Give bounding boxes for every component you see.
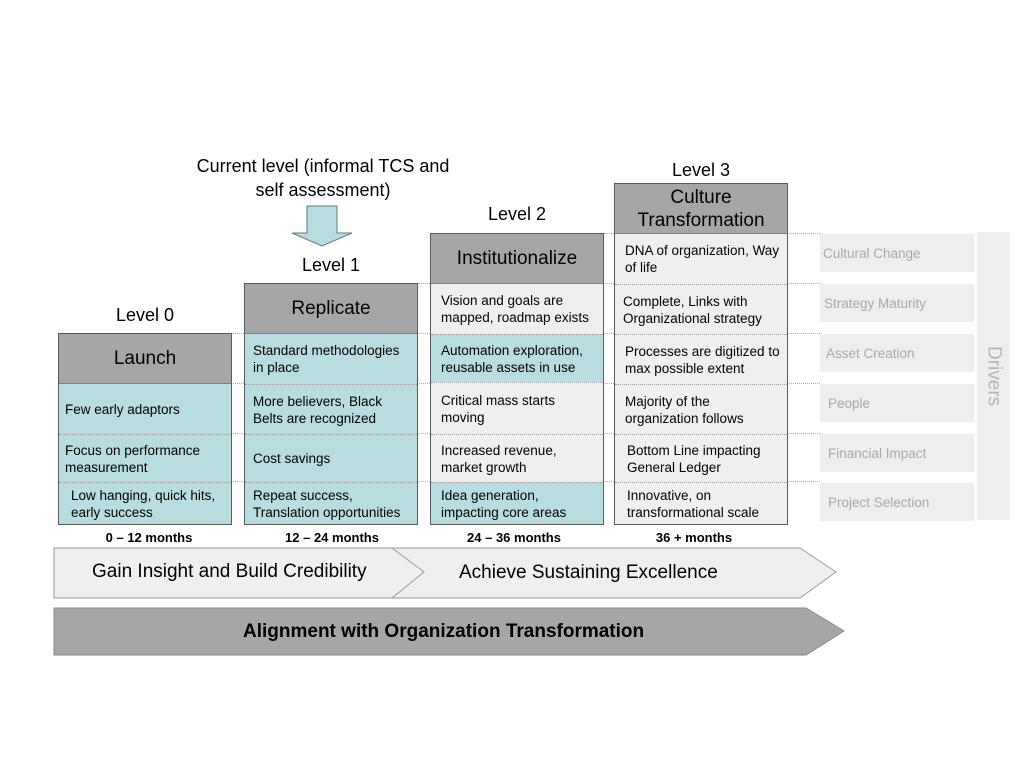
driver-people: People: [820, 384, 974, 422]
level-1-financial-cell: Cost savings: [245, 434, 417, 482]
level-2-label: Level 2: [487, 204, 547, 224]
level-2-header: Institutionalize: [431, 234, 603, 284]
current-level-note: Current level (informal TCS and self ass…: [196, 156, 450, 200]
level-3-strategy-cell: Complete, Links with Organizational stra…: [615, 284, 787, 334]
level-2-project-cell: Idea generation, impacting core areas: [431, 482, 603, 524]
drivers-bar: [977, 232, 1010, 520]
alignment-label: Alignment with Organization Transformati…: [243, 621, 645, 642]
driver-cultural-change: Cultural Change: [820, 234, 974, 272]
level-1-people-cell: More believers, Black Belts are recogniz…: [245, 384, 417, 434]
level-3-financial-cell: Bottom Line impacting General Ledger: [615, 434, 787, 482]
level-0-project-cell: Low hanging, quick hits, early success: [59, 482, 231, 524]
level-1-asset-cell: Standard methodologies in place: [245, 334, 417, 384]
level-1-header: Replicate: [245, 284, 417, 334]
timeline-level-3: 36 + months: [655, 530, 733, 545]
level-0-header: Launch: [59, 334, 231, 384]
driver-financial-impact: Financial Impact: [820, 434, 974, 472]
level-2-people-cell: Critical mass starts moving: [431, 382, 603, 434]
driver-asset-creation: Asset Creation: [820, 334, 974, 372]
level-3-asset-cell: Processes are digitized to max possible …: [615, 334, 787, 384]
phase-1-arrow: [53, 547, 425, 599]
driver-strategy-maturity: Strategy Maturity: [820, 284, 974, 322]
level-2-financial-cell: Increased revenue, market growth: [431, 434, 603, 482]
level-0-people-cell: Few early adaptors: [59, 384, 231, 434]
level-1-project-cell: Repeat success, Translation opportunitie…: [245, 482, 417, 524]
level-2-asset-cell: Automation exploration, reusable assets …: [431, 334, 603, 382]
level-0-label: Level 0: [115, 305, 175, 325]
level-2-column: Institutionalize Vision and goals are ma…: [430, 233, 604, 525]
timeline-level-2: 24 – 36 months: [467, 530, 561, 545]
drivers-label: Drivers: [983, 345, 1005, 407]
phase-1-label: Gain Insight and Build Credibility: [92, 561, 367, 582]
driver-project-selection: Project Selection: [820, 483, 974, 521]
level-3-header: Culture Transformation: [615, 184, 787, 234]
level-1-label: Level 1: [301, 255, 361, 275]
level-3-culture-cell: DNA of organization, Way of life: [615, 234, 787, 284]
phase-2-label: Achieve Sustaining Excellence: [459, 562, 718, 583]
current-level-arrow-icon: [291, 205, 353, 247]
timeline-level-1: 12 – 24 months: [285, 530, 379, 545]
timeline-level-0: 0 – 12 months: [105, 530, 193, 545]
level-3-people-cell: Majority of the organization follows: [615, 384, 787, 434]
level-0-financial-cell: Focus on performance measurement: [59, 434, 231, 482]
level-3-project-cell: Innovative, on transformational scale: [615, 482, 787, 524]
level-3-label: Level 3: [671, 160, 731, 180]
level-2-strategy-cell: Vision and goals are mapped, roadmap exi…: [431, 284, 603, 334]
level-1-column: Replicate Standard methodologies in plac…: [244, 283, 418, 525]
alignment-arrow: [53, 607, 845, 656]
level-0-column: Launch Few early adaptors Focus on perfo…: [58, 333, 232, 525]
level-3-column: Culture Transformation DNA of organizati…: [614, 183, 788, 525]
